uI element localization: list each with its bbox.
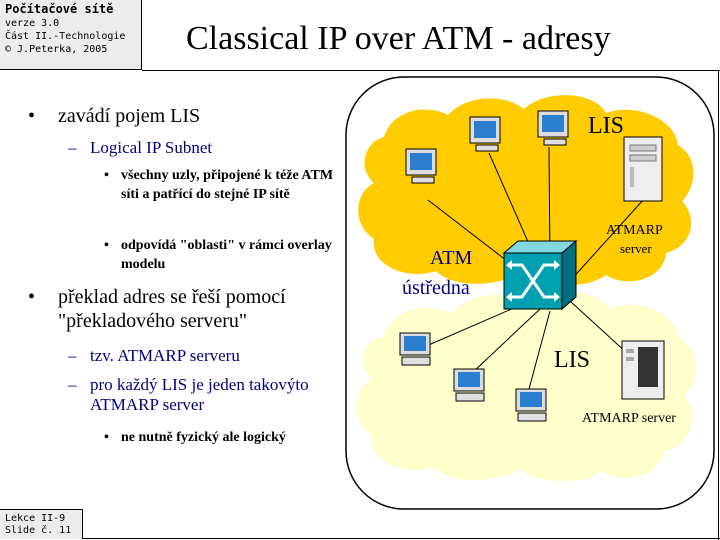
course-version: verze 3.0 [5, 18, 60, 29]
workstation-icon [399, 332, 431, 366]
sub-sub-bullet-text: ne nutně fyzický ale logický [121, 430, 286, 445]
sub-bullet-text: Logical IP Subnet [90, 138, 213, 157]
header-divider [142, 70, 720, 71]
atmarp-server-icon [621, 340, 665, 400]
atm-label-line1: ATM [430, 247, 473, 269]
right-border [718, 70, 719, 540]
lis-top-label: LIS [588, 113, 624, 139]
workstation-icon [453, 368, 485, 402]
slide-footer: Lekce II-9 Slide č. 11 [0, 509, 83, 539]
sub-sub-bullet-text: všechny uzly, připojené k téže ATM síti … [121, 168, 334, 202]
workstation-icon [515, 388, 547, 422]
slide-title: Classical IP over ATM - adresy [186, 20, 611, 57]
lecture-number: Lekce II-9 [5, 513, 66, 524]
dash-icon: – [68, 346, 77, 365]
sub-bullet-text: tzv. ATMARP serveru [90, 346, 240, 365]
dash-icon: – [68, 138, 77, 157]
workstation-icon [405, 148, 437, 184]
link-line [471, 308, 541, 374]
bullet-dot: • [104, 168, 109, 183]
slide-number: Slide č. 11 [5, 525, 72, 536]
server-bottom-label: ATMARP server [582, 411, 676, 426]
lis-bottom-label: LIS [554, 347, 590, 373]
course-title: Počítačové sítě [5, 2, 114, 16]
workstation-icon [469, 116, 501, 152]
sub-bullet-text: pro každý LIS je jeden takovýto ATMARP s… [90, 375, 309, 414]
bottom-border [0, 538, 720, 539]
lis-network-diagram: LIS LIS ATM ústředna ATMARP server ATMAR… [344, 75, 718, 513]
bullet-dot: • [28, 286, 36, 308]
workstation-icon [537, 110, 569, 146]
sub-sub-bullet-text: odpovídá "oblasti" v rámci overlay model… [121, 238, 332, 272]
network-diagram-svg [345, 76, 715, 510]
course-part: Část II.-Technologie [5, 31, 126, 42]
server-top-label-line1: ATMARP [606, 223, 663, 238]
atmarp-server-icon [623, 136, 663, 202]
bullet-dot: • [104, 238, 109, 253]
bullet-dot: • [104, 430, 109, 445]
atm-label-line2: ústředna [402, 277, 470, 299]
bullet-text: překlad adres se řeší pomocí "překladové… [58, 286, 286, 332]
bullet-dot: • [28, 105, 36, 127]
atm-switch-icon [502, 239, 578, 311]
server-top-label-line2: server [620, 241, 652, 256]
dash-icon: – [68, 375, 77, 394]
course-author: © J.Peterka, 2005 [5, 44, 108, 55]
link-line [569, 198, 645, 282]
bullet-text: zavádí pojem LIS [58, 105, 201, 127]
course-info-box: Počítačové sítě verze 3.0 Část II.-Techn… [0, 0, 142, 70]
link-line [528, 310, 551, 390]
